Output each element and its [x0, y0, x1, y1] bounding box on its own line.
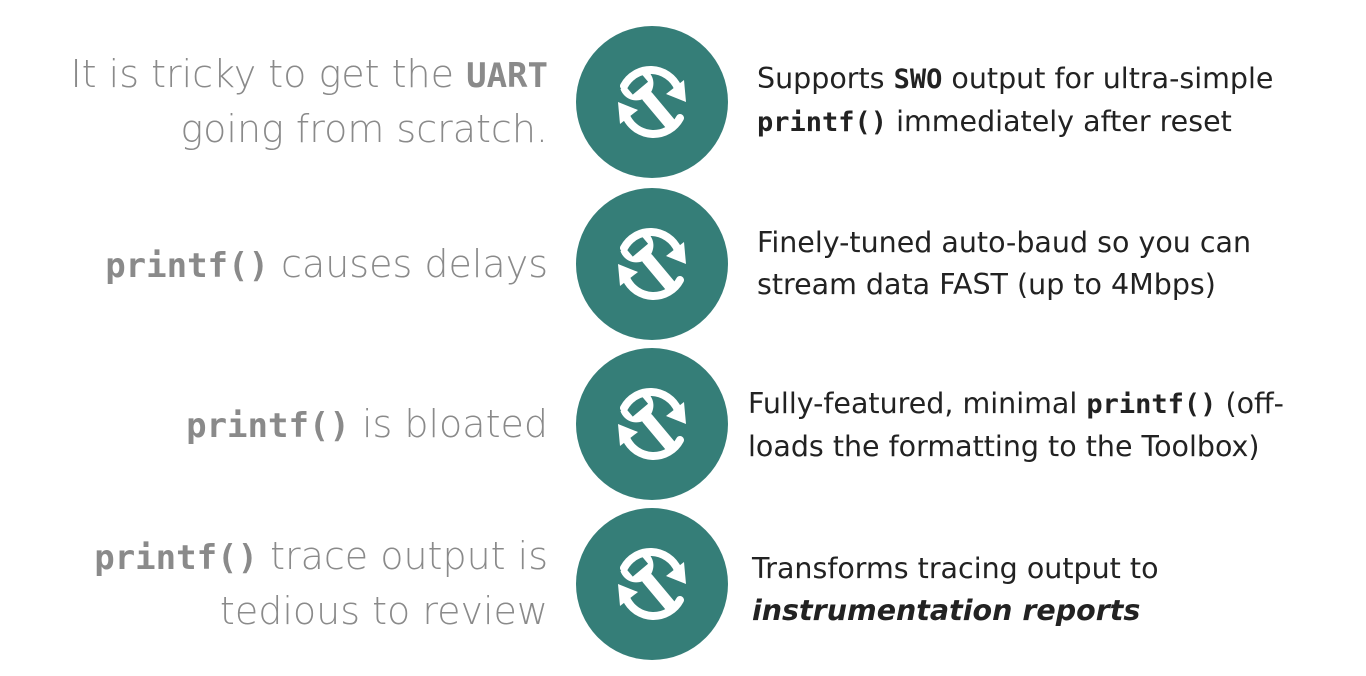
problem-line-2: tedious to review — [219, 589, 548, 633]
instrumentation-reports-emphasis: instrumentation reports — [752, 594, 1141, 627]
wrench-cycle-icon — [600, 50, 704, 154]
code-swo: SWO — [893, 64, 943, 95]
solution-line-2: loads the formatting to the Toolbox) — [748, 430, 1260, 463]
solution-line-1: Supports SWO output for ultra-simple — [757, 62, 1274, 95]
solution-text: Finely-tuned auto-baud so you can stream… — [757, 222, 1251, 306]
problem-line-1: printf() causes delays — [105, 242, 548, 286]
code-printf: printf() — [105, 246, 269, 286]
wrench-cycle-icon — [600, 212, 704, 316]
problem-text: It is tricky to get the UART going from … — [70, 48, 548, 156]
wrench-cycle-icon — [600, 532, 704, 636]
solution-line-1: Finely-tuned auto-baud so you can — [757, 226, 1252, 259]
code-printf: printf() — [94, 538, 258, 578]
solution-text: Supports SWO output for ultra-simple pri… — [757, 58, 1273, 144]
wrench-cycle-badge — [576, 26, 728, 178]
solution-line-2: printf() immediately after reset — [757, 105, 1232, 138]
code-printf: printf() — [757, 107, 888, 138]
solution-text: Transforms tracing output to instrumenta… — [752, 548, 1159, 632]
solution-line-2: instrumentation reports — [752, 590, 1159, 632]
solution-text: Fully-featured, minimal printf() (off- l… — [748, 383, 1284, 468]
code-printf: printf() — [1086, 389, 1217, 420]
wrench-cycle-icon — [600, 372, 704, 476]
code-uart: UART — [466, 56, 548, 96]
wrench-cycle-badge — [576, 508, 728, 660]
solution-line-2: stream data FAST (up to 4Mbps) — [757, 268, 1216, 301]
wrench-cycle-badge — [576, 348, 728, 500]
problem-text: printf() is bloated — [186, 398, 548, 453]
solution-line-1: Fully-featured, minimal printf() (off- — [748, 387, 1284, 420]
problem-line-1: It is tricky to get the UART — [70, 52, 548, 96]
problem-text: printf() causes delays — [105, 238, 548, 293]
problem-line-1: printf() trace output is — [94, 534, 548, 578]
problem-text: printf() trace output is tedious to revi… — [94, 530, 548, 638]
solution-line-1: Transforms tracing output to — [752, 552, 1159, 585]
wrench-cycle-badge — [576, 188, 728, 340]
code-printf: printf() — [186, 406, 350, 446]
problem-line-1: printf() is bloated — [186, 402, 548, 446]
problem-line-2: going from scratch. — [180, 107, 548, 151]
